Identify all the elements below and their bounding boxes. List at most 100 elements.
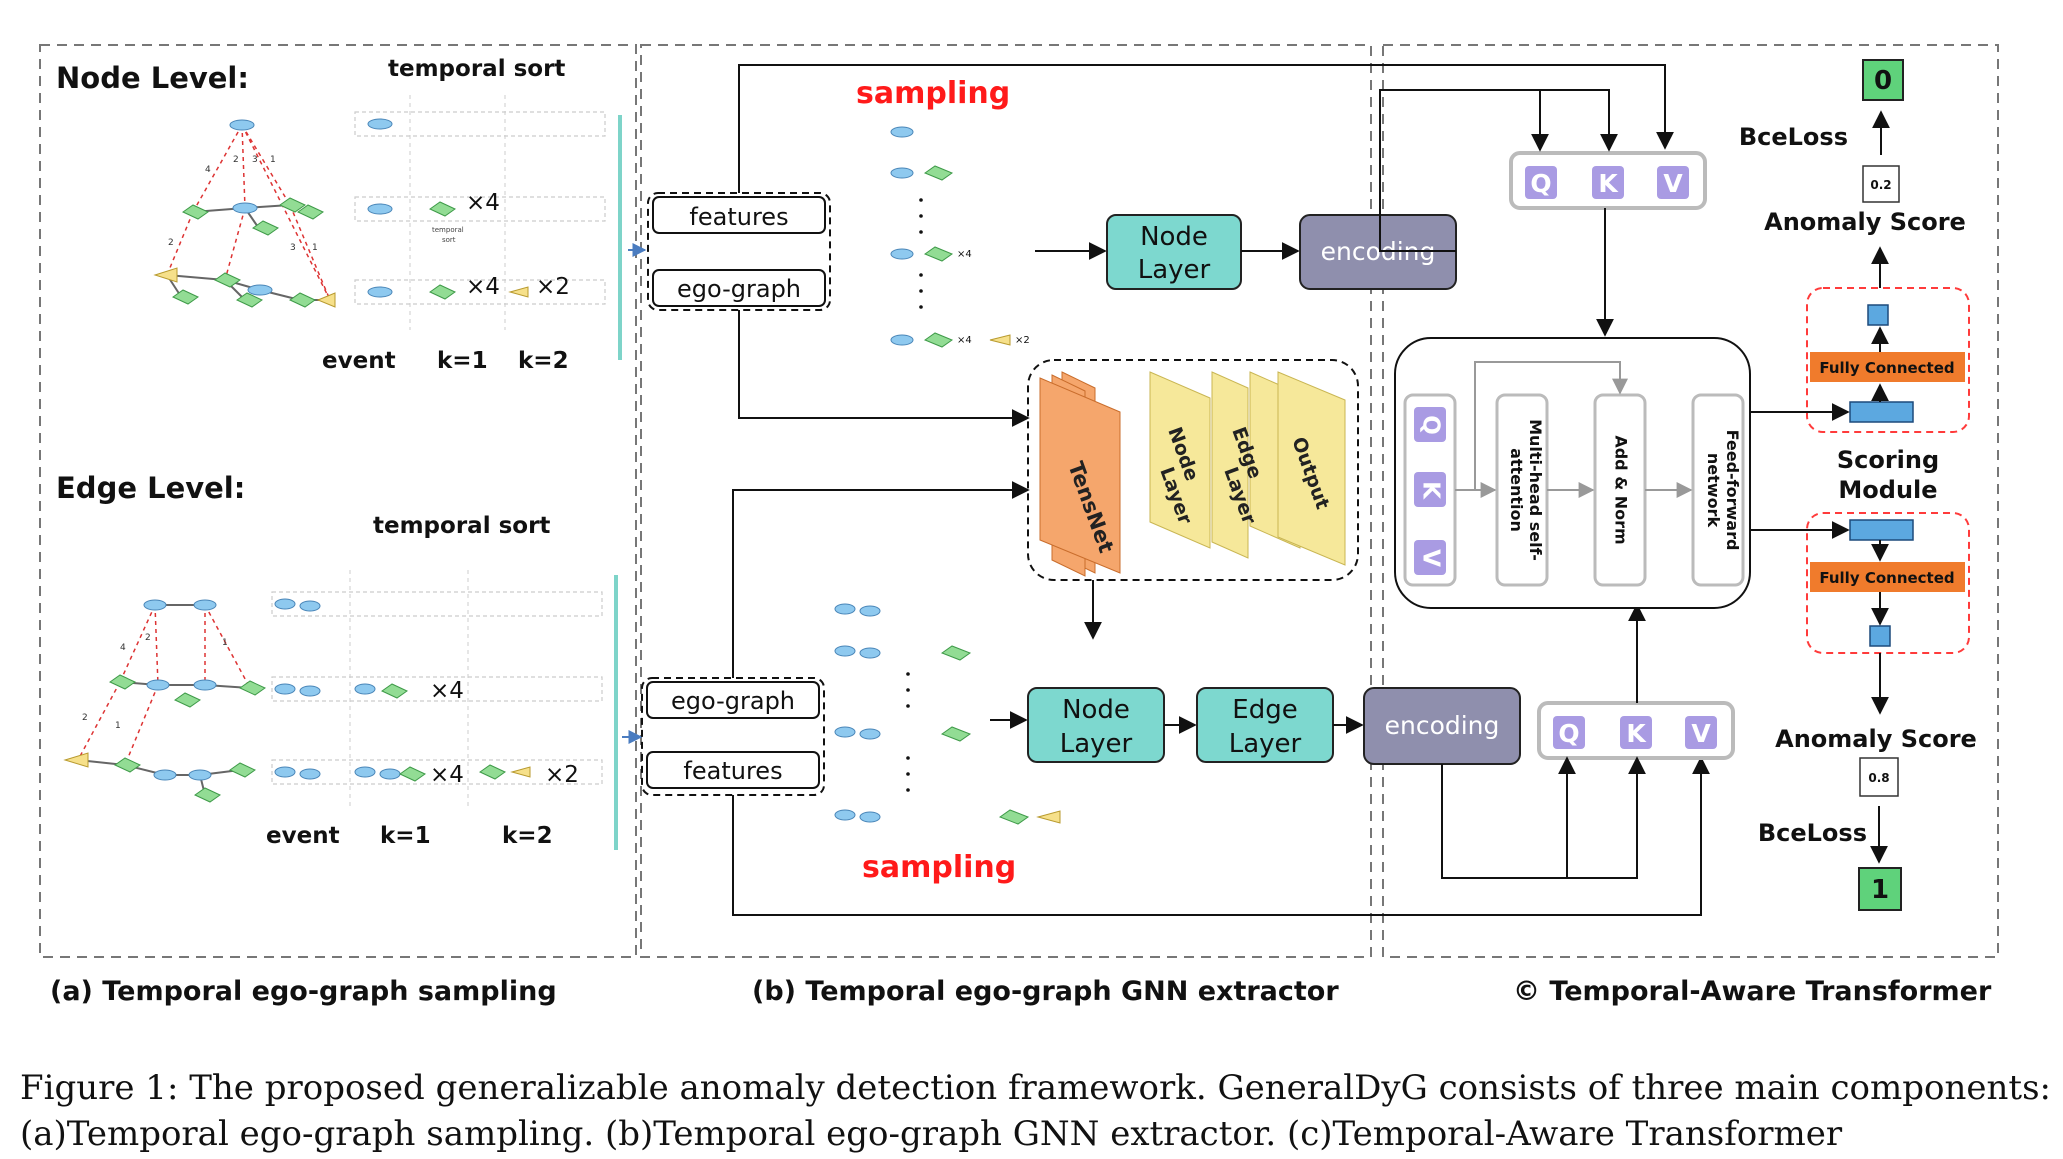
transformer-to-scoring	[1750, 403, 1850, 539]
event-label: event	[266, 823, 340, 849]
graph-edge-number: 3	[290, 243, 296, 253]
small-x4-label: ×4	[957, 335, 972, 346]
anomaly-score-bottom-label: Anomaly Score	[1775, 725, 1977, 753]
small-x4-label: ×4	[957, 249, 972, 260]
figure-caption-line-2: (a)Temporal ego-graph sampling. (b)Tempo…	[20, 1114, 1843, 1154]
times4-label: ×4	[466, 274, 500, 300]
edge-level-title: Edge Level:	[56, 471, 245, 505]
graph-edge-number: 1	[312, 243, 318, 253]
q-label: Q	[1418, 415, 1444, 435]
bottom-input-group	[641, 677, 825, 796]
node-level-table: ×4 temporal sort ×4 ×2 event k=1 k=2	[322, 95, 606, 374]
graph-edge-number: 1	[222, 638, 228, 648]
mhsa-label: Multi-head self-	[1526, 419, 1545, 561]
fully-connected-label: Fully Connected	[1819, 359, 1954, 377]
features-box	[652, 196, 826, 234]
graph-edge-number: 2	[145, 633, 151, 643]
anomaly-score-top-label: Anomaly Score	[1764, 208, 1966, 236]
label-top-box	[1862, 59, 1904, 101]
qkv-vertical: Q K V	[1414, 407, 1446, 575]
times4-label: ×4	[466, 190, 500, 216]
encoding-label: encoding	[1385, 711, 1500, 740]
features-label: features	[689, 203, 788, 231]
bottom-qkv-connectors	[1441, 603, 1646, 879]
scoring-module-label: Module	[1838, 476, 1937, 504]
label-top-value: 0	[1874, 66, 1892, 96]
score-top-value: 0.2	[1870, 178, 1891, 192]
v-label: V	[1663, 169, 1683, 198]
label-bottom-box	[1858, 867, 1902, 911]
gnn-stack-group	[1027, 359, 1359, 581]
temporal-sort-top: temporal sort	[388, 56, 565, 82]
graph-edge-number: 3	[252, 155, 258, 165]
graph-edge-number: 2	[233, 155, 239, 165]
node-level-title: Node Level:	[56, 61, 249, 95]
scoring-bottom: Fully Connected	[1806, 512, 1970, 654]
ego-graph-label: ego-graph	[671, 687, 795, 715]
temporal-sort-small: temporal	[432, 226, 464, 234]
tensnet-stack: TensNet	[1039, 371, 1121, 577]
bce-loss-bottom-label: BceLoss	[1758, 819, 1867, 847]
fully-connected-label: Fully Connected	[1819, 569, 1954, 587]
ego-graph-box	[646, 681, 820, 719]
score-bottom-value: 0.8	[1868, 771, 1889, 785]
v-label: V	[1691, 719, 1711, 748]
panel-c-caption: © Temporal-Aware Transformer	[1513, 976, 1992, 1007]
edge-layer-label: Edge	[1232, 695, 1297, 725]
event-label: event	[322, 348, 396, 374]
graph-edge-number: 1	[270, 155, 276, 165]
layer-stack: Node Layer Edge Layer Output	[1149, 371, 1346, 566]
top-sampled-sequences: ×4 ×4 ×2	[890, 126, 1030, 348]
bottom-sampled-sequences	[834, 603, 1061, 825]
panel-a-caption: (a) Temporal ego-graph sampling	[50, 976, 557, 1007]
scoring-top: Fully Connected	[1806, 287, 1970, 433]
scoring-module-label: Scoring	[1837, 446, 1939, 474]
bce-loss-top-label: BceLoss	[1739, 123, 1848, 151]
graph-edge-number: 2	[82, 713, 88, 723]
mhsa-label: attention	[1507, 448, 1526, 532]
graph-edge-number: 4	[205, 165, 211, 175]
features-box	[646, 751, 820, 789]
times4-label: ×4	[430, 762, 464, 788]
node-layer-label: Node	[1062, 695, 1130, 725]
k1-label: k=1	[380, 823, 431, 849]
edge-level-table: ×4 ×4 ×2 event k=1 k=2	[266, 570, 603, 849]
score-top-box	[1862, 165, 1900, 203]
temporal-sort-bottom: temporal sort	[373, 513, 550, 539]
transformer-block	[1394, 337, 1751, 609]
edge-level-graph: 4 2 1 2 1	[63, 599, 266, 803]
ego-graph-label: ego-graph	[677, 275, 801, 303]
panel-a-border	[39, 44, 637, 958]
node-level-graph: 4 2 3 1 2 3 1	[153, 119, 336, 308]
label-bottom-value: 1	[1871, 875, 1889, 905]
node-layer-label: Node	[1140, 222, 1208, 252]
ffn-box	[1691, 393, 1745, 587]
score-bottom-box	[1859, 757, 1899, 797]
q-label: Q	[1530, 169, 1551, 198]
node-layer-label: Layer	[1138, 255, 1211, 285]
v-label: V	[1418, 549, 1444, 567]
times2-label: ×2	[545, 762, 579, 788]
node-layer-label: Layer	[1060, 729, 1133, 759]
figure-caption-line-1: Figure 1: The proposed generalizable ano…	[20, 1068, 2051, 1108]
panel-b-border	[640, 44, 1372, 958]
top-qkv-connectors	[1379, 89, 1618, 337]
add-norm-label: Add & Norm	[1612, 435, 1631, 544]
qkv-bottom: Q K V	[1553, 716, 1717, 749]
small-x2-label: ×2	[1015, 335, 1030, 346]
k-label: K	[1626, 719, 1647, 748]
panel-c-border	[1382, 44, 1999, 958]
top-input-group	[647, 192, 831, 311]
ffn-label: Feed-forward	[1723, 430, 1742, 551]
k1-label: k=1	[437, 348, 488, 374]
graph-edge-number: 1	[115, 721, 121, 731]
k2-label: k=2	[502, 823, 553, 849]
qkv-top: Q K V	[1525, 166, 1689, 199]
q-label: Q	[1558, 719, 1579, 748]
panel-b-caption: (b) Temporal ego-graph GNN extractor	[752, 976, 1339, 1007]
ffn-label: network	[1704, 453, 1723, 528]
edge-layer-label: Layer	[1229, 729, 1302, 759]
figure-caption: Figure 1: The proposed generalizable ano…	[20, 1065, 2051, 1157]
panel-b-connectors	[732, 64, 1710, 916]
k-label: K	[1418, 481, 1444, 500]
